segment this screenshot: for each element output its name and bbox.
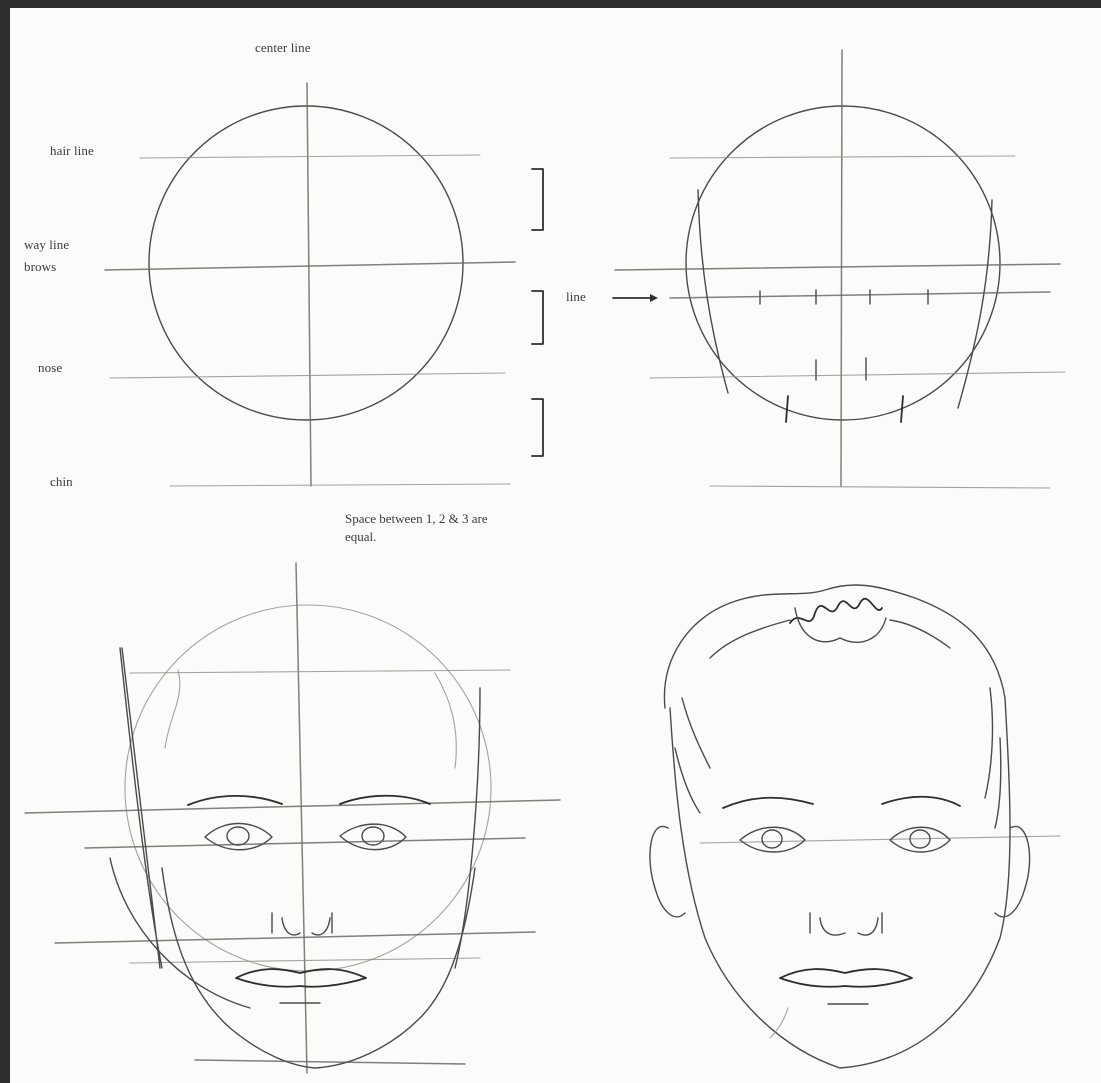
spacing-note-line-2: equal. <box>345 528 545 546</box>
spacing-note-line-1: Space between 1, 2 & 3 are <box>345 510 545 528</box>
label-hair-line: hair line <box>50 143 94 159</box>
drawing-canvas: center line hair line way line brows nos… <box>10 8 1101 1083</box>
label-eye-line: line <box>566 289 586 305</box>
label-center-line: center line <box>255 40 311 56</box>
label-brow-line: way line <box>24 237 69 253</box>
spacing-note: Space between 1, 2 & 3 are equal. <box>345 510 545 546</box>
label-brows: brows <box>24 259 56 275</box>
label-chin: chin <box>50 474 73 490</box>
label-nose: nose <box>38 360 62 376</box>
panel-finished-face <box>10 8 1101 1083</box>
